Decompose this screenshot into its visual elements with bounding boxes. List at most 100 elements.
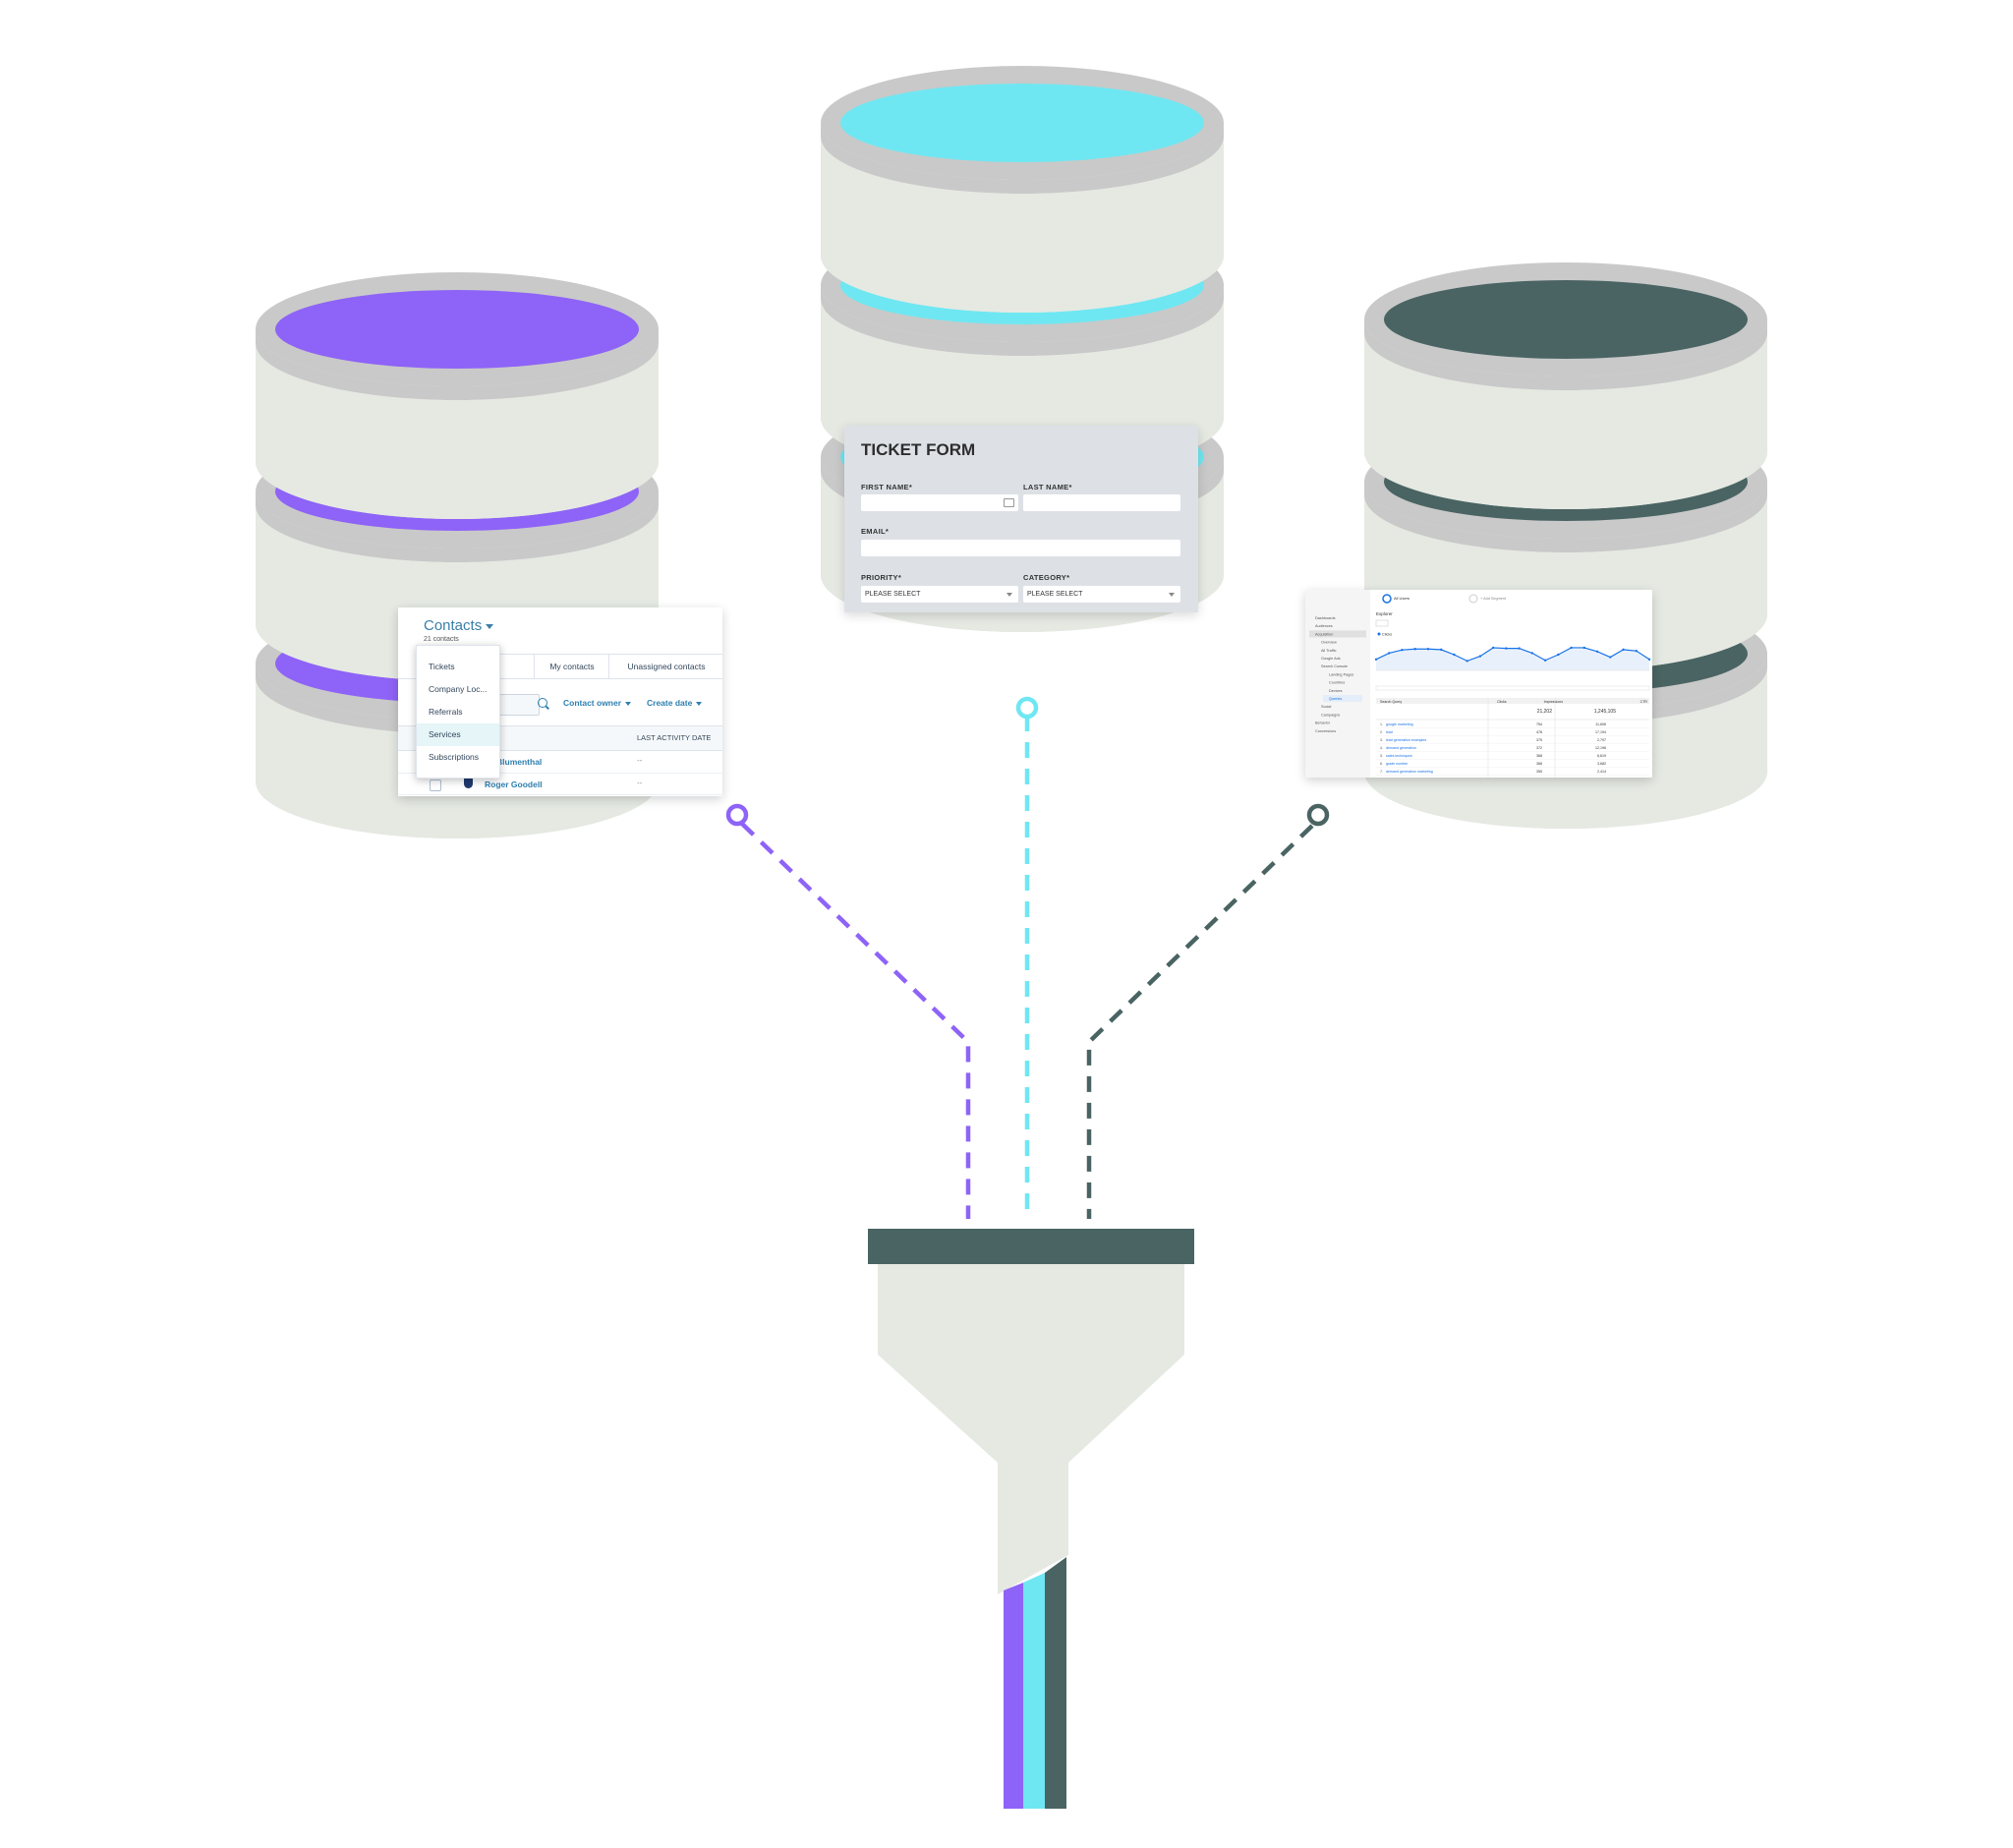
first-name-label: FIRST NAME* [861, 483, 913, 491]
last-name-field[interactable] [1023, 494, 1180, 511]
dropdown-item-subscriptions[interactable]: Subscriptions [429, 752, 480, 762]
create-date-filter[interactable]: Create date [647, 698, 703, 708]
dropdown-item-services[interactable]: Services [417, 723, 499, 746]
cylinder-top-disk [1384, 280, 1748, 359]
query-link: lead [1386, 730, 1393, 734]
chart-point [1609, 656, 1612, 659]
sidebar-item-label: Audiences [1315, 624, 1333, 628]
column-header-last-activity[interactable]: LAST ACTIVITY DATE [637, 733, 712, 742]
impressions-value: 17,194 [1595, 730, 1606, 734]
impressions-value: 12,196 [1595, 746, 1606, 750]
chart-point [1478, 655, 1482, 658]
dashed-connector [1086, 824, 1314, 1219]
sidebar-selected [1323, 695, 1362, 702]
impressions-value: 3,682 [1597, 762, 1606, 766]
priority-label: PRIORITY* [861, 573, 902, 582]
sidebar-item-label: Acquisition [1315, 632, 1333, 636]
table-toolbar [1375, 685, 1650, 691]
tab-my-contacts[interactable]: My contacts [534, 654, 610, 679]
sidebar-item-label: Campaigns [1321, 713, 1340, 717]
row-checkbox[interactable] [430, 780, 441, 791]
category-select[interactable]: PLEASE SELECT [1023, 586, 1180, 603]
query-link: demand generation marketing [1386, 770, 1433, 774]
connector-node-icon [725, 803, 749, 827]
chart-point [1466, 660, 1468, 663]
chart-point [1374, 658, 1378, 661]
impressions-value: 11,606 [1595, 722, 1606, 726]
cylinder-shell [1364, 333, 1767, 509]
chart-point [1401, 649, 1404, 652]
table-row[interactable] [398, 751, 722, 774]
email-field[interactable] [861, 540, 1180, 556]
chart-point [1570, 646, 1573, 650]
clicks-value: 366 [1536, 762, 1542, 766]
table-header-cell: CTR [1640, 700, 1648, 704]
category-label: CATEGORY* [1023, 573, 1070, 582]
dropdown-item-referrals[interactable]: Referrals [429, 707, 463, 717]
chart-point [1518, 647, 1521, 650]
sidebar-item-label: Countries [1329, 681, 1345, 685]
contact-card-icon [1004, 498, 1014, 507]
funnel-cap [868, 1229, 1194, 1264]
clicks-value: 754 [1536, 722, 1542, 726]
company-logo-icon [464, 778, 473, 788]
output-stream-purple [1004, 1583, 1023, 1809]
output-stream-cyan [1023, 1573, 1045, 1809]
cylinder-top-disk [840, 84, 1204, 162]
connector-purple [725, 803, 971, 1219]
chart-point [1413, 648, 1416, 651]
legend-dot [1377, 632, 1381, 636]
cylinder-rim-edge [256, 491, 659, 562]
object-dropdown-menu: Tickets Company Loc... Referrals Service… [416, 645, 500, 779]
ticket-form-title: TICKET FORM [861, 440, 976, 459]
chart-point [1505, 647, 1508, 650]
metric-legend: Clicks [1382, 633, 1392, 637]
contacts-title[interactable]: Contacts [424, 617, 494, 634]
sidebar-item-label: All Traffic [1321, 649, 1337, 653]
table-header-cell: Clicks [1497, 700, 1507, 704]
contact-owner-filter[interactable]: Contact owner [563, 698, 632, 708]
query-link: demand generation [1386, 746, 1416, 750]
cylinder-rim-edge [821, 123, 1224, 194]
clicks-value: 355 [1536, 770, 1542, 774]
chart-point [1582, 646, 1586, 650]
granularity-toggle [1375, 619, 1389, 627]
connector-node-icon [1015, 696, 1039, 720]
chart-point [1388, 652, 1391, 655]
query-link: sales techniques [1386, 754, 1412, 758]
dropdown-item-company-location[interactable]: Company Loc... [429, 684, 488, 694]
cylinder-top-disk [275, 290, 639, 369]
table-header-cell: Search Query [1380, 700, 1402, 704]
add-segment-icon [1468, 594, 1478, 604]
total-impressions: 1,245,105 [1594, 709, 1616, 715]
sidebar-item-label: Queries [1329, 697, 1342, 701]
chart-line [1375, 647, 1650, 663]
contacts-count: 21 contacts [424, 636, 459, 643]
contacts-card: Contacts 21 contacts My contacts Unassig… [398, 607, 722, 796]
tab-divider [398, 678, 722, 679]
chart-point [1491, 646, 1495, 650]
table-header-row [1376, 698, 1649, 704]
dropdown-item-tickets[interactable]: Tickets [429, 662, 455, 671]
first-name-field[interactable] [861, 494, 1018, 511]
connector-node-icon [1306, 803, 1330, 827]
segment-label: All Users [1394, 596, 1409, 601]
row-index: 5. [1380, 754, 1383, 758]
add-segment-label: + Add Segment [1480, 597, 1507, 601]
ticket-form-card: TICKET FORM FIRST NAME* LAST NAME* EMAIL… [844, 426, 1198, 612]
contact-name-link[interactable]: Blumenthal [496, 757, 543, 767]
priority-select[interactable]: PLEASE SELECT [861, 586, 1018, 603]
chevron-down-icon [696, 701, 703, 706]
contact-name-link[interactable]: Roger Goodell [485, 780, 543, 789]
row-index: 4. [1380, 746, 1383, 750]
tab-unassigned-contacts[interactable]: Unassigned contacts [608, 654, 722, 679]
cylinder-rim-edge [256, 329, 659, 400]
cylinder-shell [256, 343, 659, 519]
sidebar-item-label: Behavior [1315, 722, 1331, 725]
search-icon[interactable] [538, 698, 547, 708]
output-stream-slate [1045, 1557, 1066, 1809]
table-row[interactable] [398, 773, 722, 795]
segment-icon [1382, 594, 1392, 604]
cylinder-rim-edge [821, 285, 1224, 356]
